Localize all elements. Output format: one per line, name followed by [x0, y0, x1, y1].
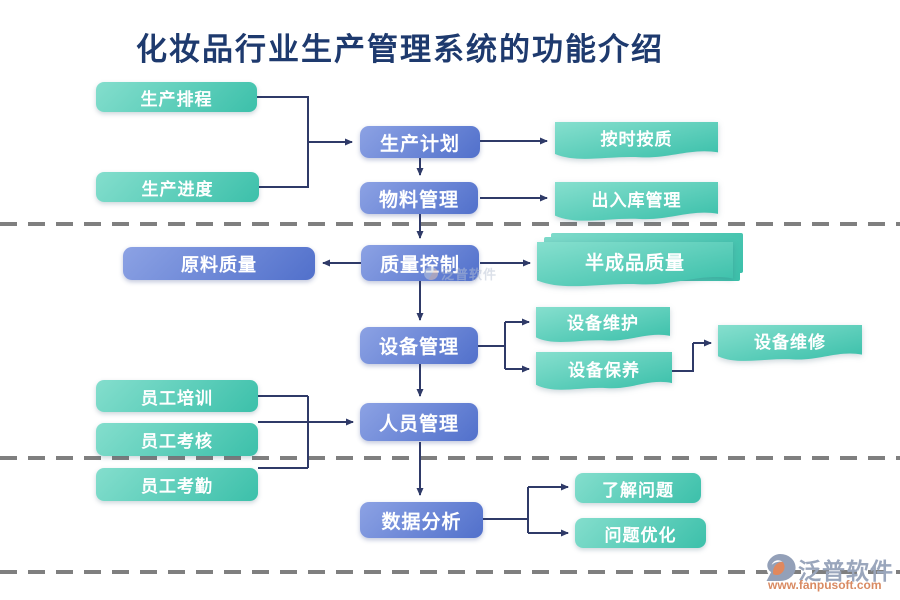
node-label: 生产进度 [141, 179, 214, 199]
node-on-time-on-quality: 按时按质 [555, 122, 718, 162]
node-production-plan: 生产计划 [360, 126, 480, 158]
node-label: 半成品质量 [584, 253, 685, 274]
node-label: 生产排程 [140, 89, 213, 109]
node-production-progress: 生产进度 [96, 172, 259, 202]
center-watermark: 泛普软件 [424, 264, 497, 283]
divider-dashed-line-1 [0, 222, 900, 226]
divider-dashed-line-3 [0, 570, 900, 574]
node-personnel-management: 人员管理 [360, 403, 478, 441]
node-label: 生产计划 [379, 133, 460, 155]
diagram-title: 化妆品行业生产管理系统的功能介绍 [136, 32, 664, 67]
node-label: 数据分析 [381, 511, 462, 533]
node-label: 物料管理 [378, 189, 459, 211]
node-problem-optimization: 问题优化 [575, 518, 706, 548]
node-data-analysis: 数据分析 [360, 502, 483, 538]
node-production-scheduling: 生产排程 [96, 82, 257, 112]
node-label: 设备管理 [378, 337, 459, 358]
divider-dashed-line-2 [0, 456, 900, 460]
node-label: 员工考勤 [141, 477, 213, 496]
node-label: 员工考核 [141, 432, 213, 451]
node-label: 设备维修 [754, 332, 826, 352]
node-equipment-repair: 设备维修 [718, 325, 862, 364]
fanpu-logo-icon [766, 554, 796, 581]
node-label: 按时按质 [600, 130, 673, 149]
fanpu-logo-url: www.fanpusoft.com [768, 578, 882, 592]
node-label: 问题优化 [604, 525, 677, 545]
watermark-text: 泛普软件 [441, 267, 498, 282]
node-label: 质量控制 [379, 254, 460, 276]
node-raw-material-quality: 原料质量 [123, 247, 315, 280]
node-quality-control: 质量控制 [361, 245, 479, 281]
node-employee-training: 员工培训 [96, 380, 258, 412]
node-semi-finished-quality: 半成品质量 [537, 242, 733, 290]
node-employee-attendance: 员工考勤 [96, 468, 258, 501]
node-label: 原料质量 [181, 254, 257, 275]
node-employee-assessment: 员工考核 [96, 423, 258, 456]
node-understand-problems: 了解问题 [575, 473, 701, 503]
node-material-management: 物料管理 [360, 182, 478, 214]
watermark-logo-icon [424, 267, 438, 280]
node-label: 出入库管理 [591, 191, 682, 210]
node-label: 人员管理 [378, 413, 459, 435]
node-label: 设备保养 [568, 360, 640, 380]
node-label: 设备维护 [567, 314, 639, 333]
node-equipment-management: 设备管理 [360, 327, 478, 364]
fanpu-logo-text: 泛普软件 [798, 558, 894, 584]
node-equipment-upkeep: 设备保养 [536, 352, 672, 393]
node-warehouse-in-out: 出入库管理 [555, 182, 718, 224]
node-label: 员工培训 [141, 388, 213, 408]
node-equipment-maintenance: 设备维护 [536, 307, 670, 345]
node-label: 了解问题 [602, 480, 674, 500]
